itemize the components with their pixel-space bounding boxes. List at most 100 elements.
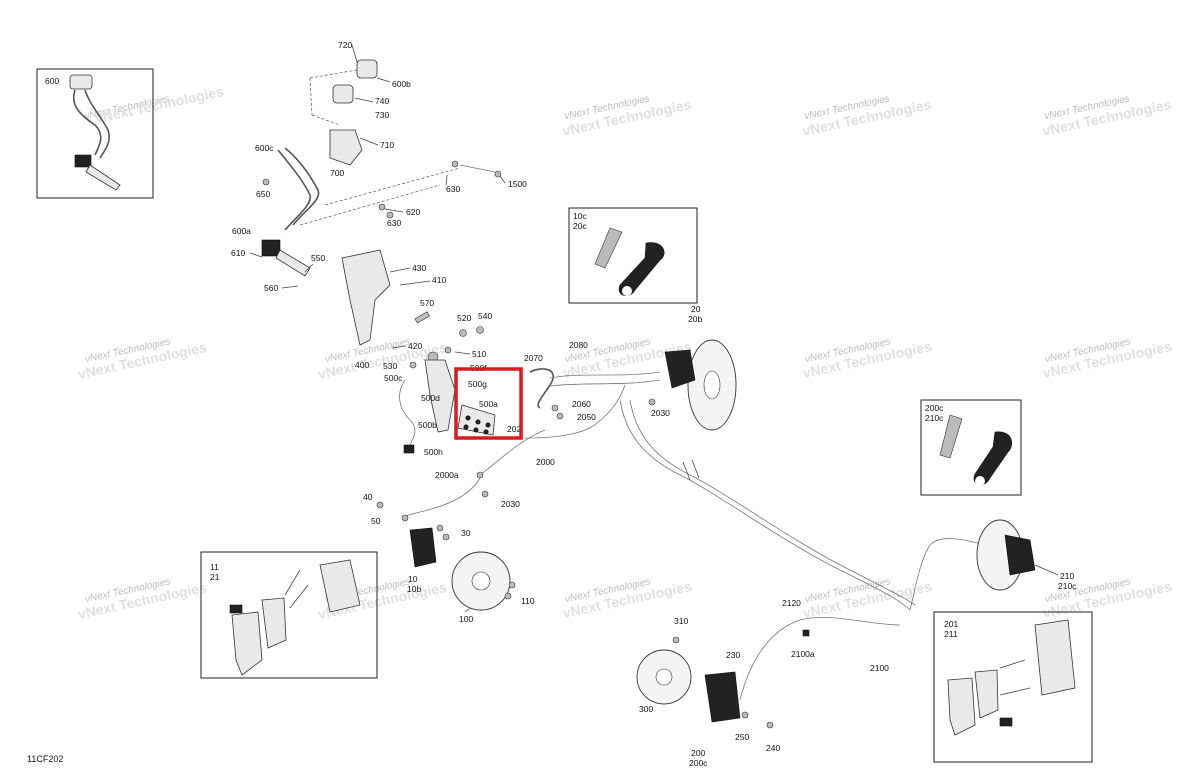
label-30: 30 <box>461 528 471 538</box>
pushrod-icon <box>85 164 121 191</box>
reservoir-icon <box>69 74 93 90</box>
label-600: 600 <box>45 76 59 86</box>
label-430: 430 <box>412 263 426 273</box>
label-40: 40 <box>363 492 373 502</box>
label-201: 201 <box>944 619 958 629</box>
inset-pads-rear: 201 211 <box>933 611 1093 763</box>
label-740: 740 <box>375 96 389 106</box>
label-110: 110 <box>521 596 535 606</box>
inset-pads-front: 11 21 <box>200 551 378 679</box>
label-2060: 2060 <box>572 399 591 409</box>
inset-600: 600 <box>36 68 154 199</box>
caliper-icon <box>409 527 437 568</box>
inset-frame <box>200 551 378 679</box>
label-10b: 10b <box>407 584 421 594</box>
label-100: 100 <box>459 614 473 624</box>
pedal-bracket-icon <box>341 249 391 346</box>
label-600b: 600b <box>392 79 411 89</box>
label-210c: 210c <box>925 413 944 423</box>
label-20b: 20b <box>688 314 702 324</box>
inset-frame <box>920 399 1022 496</box>
master-cylinder-icon <box>261 239 281 257</box>
label-500h: 500h <box>424 447 443 457</box>
inset-frame <box>36 68 154 199</box>
inset-frame <box>568 207 698 304</box>
label-300: 300 <box>639 704 653 714</box>
caliper-icon <box>664 349 696 389</box>
label-11: 11 <box>210 562 219 572</box>
bleeder-screw-icon <box>594 227 623 269</box>
label-2020: 202 <box>507 424 521 434</box>
label-520: 520 <box>457 313 471 323</box>
bolt-icon <box>414 311 430 324</box>
hose-icon <box>277 149 311 231</box>
caliper-icon <box>1004 534 1036 576</box>
label-500b: 500b <box>418 420 437 430</box>
front-lines: 2070 2080 2060 2050 2000 2000a 2030 <box>404 340 986 611</box>
label-420: 420 <box>408 341 422 351</box>
label-2100: 2100 <box>870 663 889 673</box>
label-2120: 2120 <box>782 598 801 608</box>
brake-pad-icon <box>231 611 263 676</box>
brake-pedal-icon <box>424 359 456 433</box>
label-550: 550 <box>311 253 325 263</box>
bracket-icon <box>329 129 363 166</box>
diagram-code: 11CF202 <box>27 754 63 764</box>
label-21: 21 <box>210 572 220 582</box>
master-cylinder-icon <box>74 154 92 168</box>
caliper-bracket-icon <box>1034 619 1076 696</box>
reservoir-icon <box>356 59 378 79</box>
label-720: 720 <box>338 40 352 50</box>
label-710: 710 <box>380 140 394 150</box>
label-2050: 2050 <box>577 412 596 422</box>
label-2070: 2070 <box>524 353 543 363</box>
label-650: 650 <box>256 189 270 199</box>
caliper-icon <box>704 671 741 723</box>
label-410: 410 <box>432 275 446 285</box>
label-10: 10 <box>408 574 418 584</box>
caliper-20-group: 20 20b 2030 <box>648 304 737 431</box>
label-20c: 20c <box>573 221 587 231</box>
label-210: 210 <box>1060 571 1074 581</box>
label-1500: 1500 <box>508 179 527 189</box>
label-2030b: 2030 <box>651 408 670 418</box>
label-2080: 2080 <box>569 340 588 350</box>
caliper-210-group: 210 210c <box>976 519 1077 591</box>
label-570: 570 <box>420 298 434 308</box>
label-600a: 600a <box>232 226 251 236</box>
hose-icon <box>84 89 110 159</box>
selection-highlight[interactable] <box>454 367 523 440</box>
label-510: 510 <box>472 349 486 359</box>
highlight-pedal-pad: 500g 500a 202 <box>454 367 523 440</box>
brake-pad-icon <box>974 669 999 719</box>
label-230: 230 <box>726 650 740 660</box>
label-500a: 500a <box>479 399 498 409</box>
label-310: 310 <box>674 616 688 626</box>
pedal-assembly: 600a 610 550 560 430 410 570 520 540 420… <box>231 226 492 457</box>
label-211: 211 <box>944 629 958 639</box>
label-240: 240 <box>766 743 780 753</box>
inset-bleeder-front: 10c 20c <box>568 207 698 304</box>
brake-pad-icon <box>947 677 976 736</box>
bleeder-cap-icon <box>618 242 665 297</box>
label-200c: 200c <box>925 403 944 413</box>
label-200: 200 <box>691 748 705 758</box>
caliper-bracket-icon <box>319 559 361 613</box>
label-560: 560 <box>264 283 278 293</box>
inset-frame <box>933 611 1093 763</box>
label-500c: 500c <box>384 373 403 383</box>
label-2000: 2000 <box>536 457 555 467</box>
hose-icon <box>284 147 320 226</box>
label-250: 250 <box>735 732 749 742</box>
label-630a: 630 <box>446 184 460 194</box>
inset-bleeder-rear: 200c 210c <box>920 399 1022 496</box>
label-500d: 500d <box>421 393 440 403</box>
reservoir-group: 720 600b 740 730 710 700 <box>309 40 411 178</box>
label-200c2: 200c <box>689 758 708 768</box>
label-500g: 500g <box>468 379 487 389</box>
label-700: 700 <box>330 168 344 178</box>
label-2030a: 2030 <box>501 499 520 509</box>
label-50: 50 <box>371 516 381 526</box>
clip-icon <box>403 444 415 454</box>
label-20: 20 <box>691 304 701 314</box>
